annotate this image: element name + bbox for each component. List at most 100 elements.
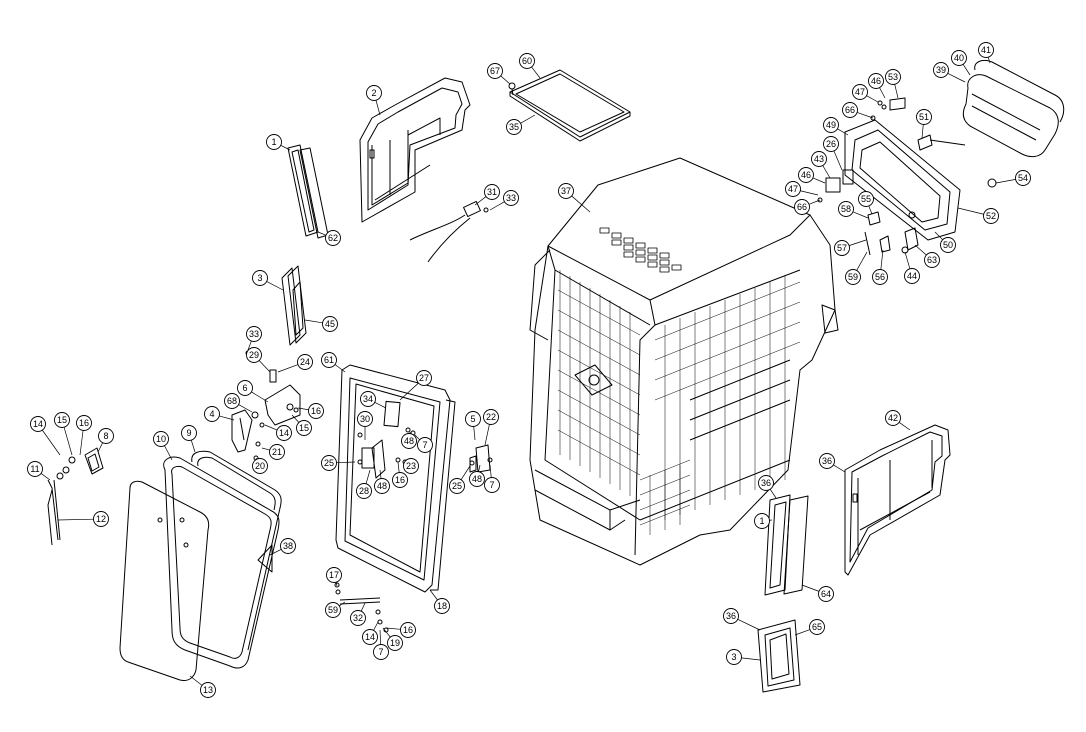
leader-line-p14c [373, 621, 379, 631]
callout-circle [484, 477, 500, 493]
callout-circle [754, 513, 770, 529]
callout-circle [373, 644, 389, 660]
callout-label: 67 [490, 66, 500, 76]
callout-label: 42 [888, 413, 898, 423]
callout-circle [400, 622, 416, 638]
leader-line-p66b [808, 199, 821, 205]
leader-line-p61 [334, 364, 346, 373]
callout-p6: 6 [237, 380, 253, 396]
callout-p47b: 47 [785, 181, 801, 197]
callout-p18: 18 [434, 598, 450, 614]
callout-p4: 4 [204, 406, 220, 422]
callout-p50: 50 [940, 237, 956, 253]
callout-p10: 10 [153, 431, 169, 447]
leader-line-p7a [414, 434, 420, 440]
gasket-3-lower [757, 619, 801, 693]
callout-label: 52 [986, 211, 996, 221]
leader-line-p62 [317, 231, 327, 236]
callout-circle [321, 455, 337, 471]
callout-circle [308, 403, 324, 419]
leader-line-p66a [856, 112, 874, 119]
callout-circle [362, 629, 378, 645]
callout-circle [360, 391, 376, 407]
callout-circle [916, 109, 932, 125]
leader-line-p3a [266, 281, 284, 291]
callout-label: 1 [271, 137, 276, 147]
callout-circle [374, 478, 390, 494]
callout-p40: 40 [951, 50, 967, 66]
callout-circle [758, 475, 774, 491]
callout-label: 3 [257, 273, 262, 283]
callout-p16a: 16 [308, 403, 324, 419]
leader-line-p48b [379, 469, 382, 479]
leader-line-p36a [833, 464, 846, 473]
callout-label: 26 [826, 139, 836, 149]
callout-p67: 67 [487, 63, 503, 79]
leader-line-p26 [833, 150, 843, 171]
callout-circle [434, 598, 450, 614]
callout-circle [818, 586, 834, 602]
leader-line-p36b [769, 489, 777, 499]
leader-line-p7b [489, 464, 492, 478]
callout-p16d: 16 [400, 622, 416, 638]
callout-label: 17 [329, 570, 339, 580]
callout-label: 16 [311, 406, 321, 416]
callout-p42: 42 [885, 410, 901, 426]
callout-label: 44 [907, 271, 917, 281]
rear-window-assembly [817, 119, 961, 241]
callout-circle [224, 393, 240, 409]
callout-p49: 49 [823, 117, 839, 133]
callout-label: 36 [822, 456, 832, 466]
callout-p19: 19 [387, 635, 403, 651]
callout-label: 58 [841, 204, 851, 214]
leader-line-p22 [484, 424, 490, 446]
callout-label: 45 [325, 319, 335, 329]
leader-line-p59a [339, 601, 346, 607]
callout-p17: 17 [326, 567, 342, 583]
leader-line-p16c [397, 461, 400, 473]
callout-circle [819, 453, 835, 469]
callout-p22: 22 [483, 409, 499, 425]
handle-4 [231, 409, 265, 461]
callout-p12: 12 [93, 511, 109, 527]
callout-label: 43 [814, 154, 824, 164]
callout-circle [326, 567, 342, 583]
callout-circle [811, 151, 827, 167]
callout-circle [416, 370, 432, 386]
callout-p43: 43 [811, 151, 827, 167]
callout-label: 36 [761, 478, 771, 488]
callout-circle [872, 269, 888, 285]
callout-label: 10 [156, 434, 166, 444]
callout-circle [54, 412, 70, 428]
callout-p3b: 3 [726, 649, 742, 665]
callout-circle [269, 444, 285, 460]
leader-line-p46b [812, 177, 826, 184]
callout-p56: 56 [872, 269, 888, 285]
callout-p21: 21 [269, 444, 285, 460]
leader-line-p38 [269, 549, 282, 556]
callout-p45: 45 [322, 316, 338, 332]
callout-p23: 23 [403, 458, 419, 474]
callout-label: 14 [365, 632, 375, 642]
callout-p24: 24 [297, 354, 313, 370]
callout-p1a: 1 [266, 134, 282, 150]
callout-circle [978, 42, 994, 58]
callout-circle [387, 635, 403, 651]
callout-label: 33 [506, 193, 516, 203]
callout-label: 48 [377, 481, 387, 491]
part-drawings [47, 59, 1065, 693]
callout-circle [403, 458, 419, 474]
callout-label: 39 [936, 65, 946, 75]
leader-line-p64 [801, 584, 820, 592]
callout-label: 51 [919, 112, 929, 122]
leader-line-p6 [251, 391, 269, 403]
callout-circle [785, 181, 801, 197]
leader-line-p33b [247, 340, 252, 351]
callout-circle [325, 230, 341, 246]
callout-label: 41 [981, 45, 991, 55]
leader-line-p58 [852, 211, 869, 219]
callout-label: 16 [403, 625, 413, 635]
door-61 [335, 364, 456, 593]
callout-label: 66 [797, 202, 807, 212]
callout-p54: 54 [1015, 170, 1031, 186]
